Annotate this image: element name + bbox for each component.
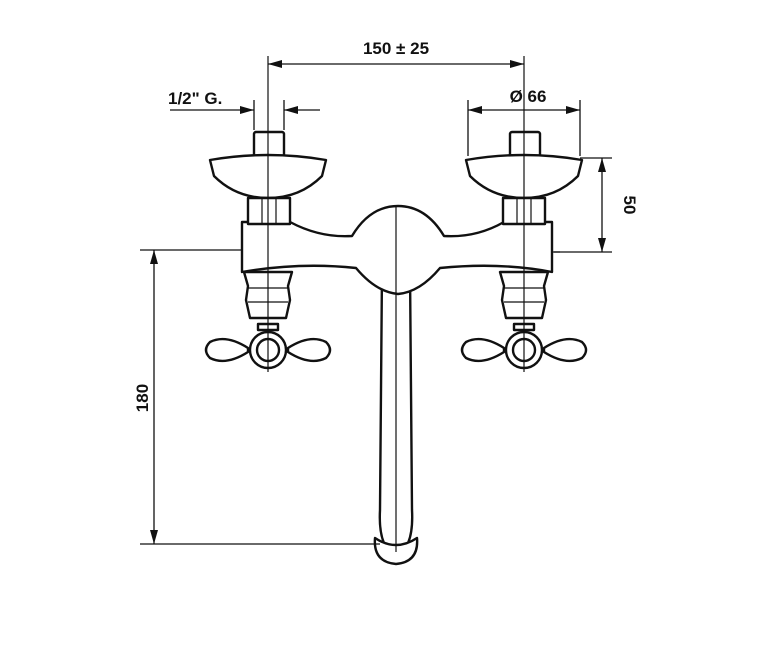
thread-label: 1/2" G. [168, 89, 222, 108]
dimension-flange-diameter: Ø 66 [467, 87, 581, 156]
dimension-height: 50 [554, 157, 639, 253]
spout [373, 268, 419, 566]
height-label: 50 [620, 196, 639, 215]
dimension-thread: 1/2" G. [168, 89, 320, 130]
center-distance-label: 150 ± 25 [363, 39, 429, 58]
right-valve [460, 56, 588, 372]
dimension-spout-drop: 180 [133, 249, 380, 545]
spout-drop-label: 180 [133, 384, 152, 412]
left-valve [204, 56, 332, 372]
flange-diameter-label: Ø 66 [510, 87, 547, 106]
dimension-center-distance: 150 ± 25 [268, 39, 524, 68]
